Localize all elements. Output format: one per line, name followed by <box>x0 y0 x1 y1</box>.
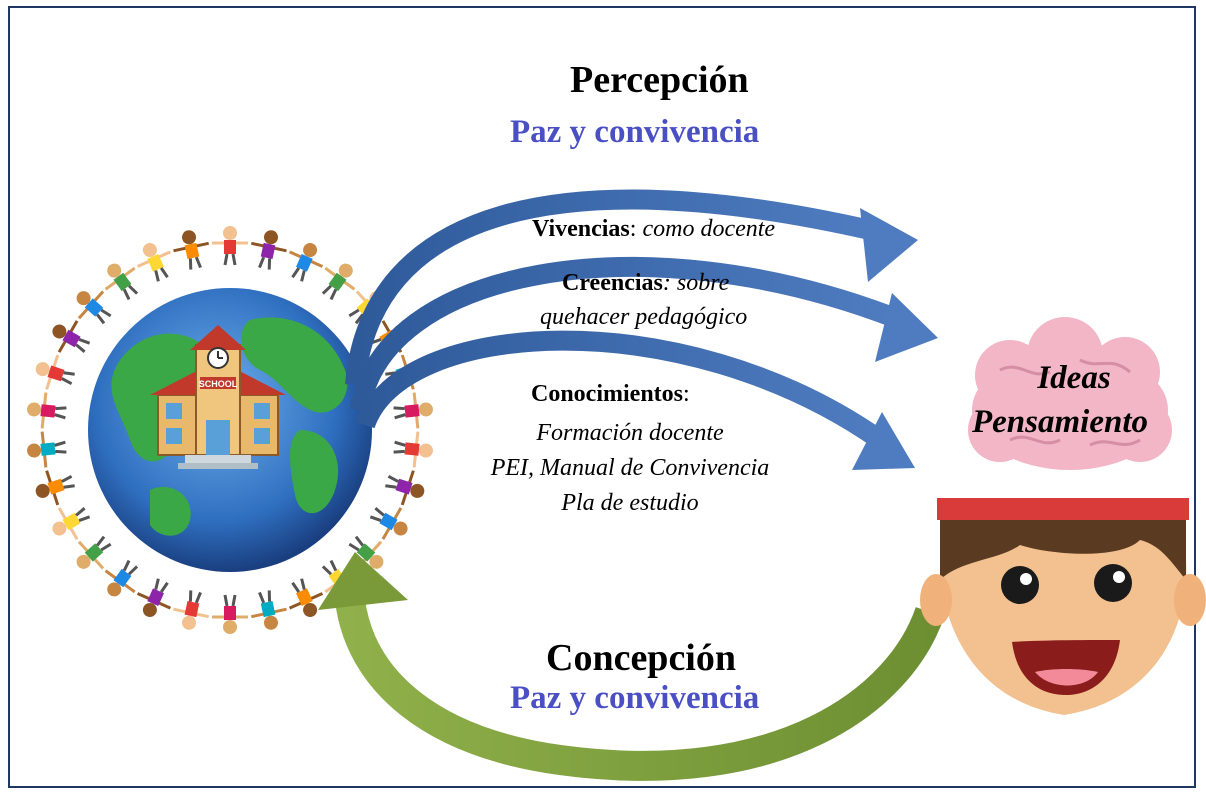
child-figure-icon <box>76 535 112 570</box>
child-figure-icon <box>250 590 287 630</box>
child-figure-icon <box>393 392 433 429</box>
conocimientos-item: Conocimientos: <box>531 381 690 408</box>
child-figure-icon <box>27 431 67 468</box>
child-figure-icon <box>173 590 210 630</box>
conocimientos-sep: : <box>683 381 690 407</box>
brain-label-ideas: Ideas <box>1037 360 1111 396</box>
arrow-vivencias <box>345 189 873 386</box>
conception-arrow <box>318 552 945 781</box>
child-figure-icon <box>385 470 425 506</box>
conocimientos-line: Pla de estudio <box>561 490 699 516</box>
child-figure-icon <box>52 320 91 353</box>
perception-title: Percepción <box>570 59 749 101</box>
conocimientos-line: Formación docente <box>536 420 724 446</box>
conocimientos-label: Conocimientos <box>531 381 683 407</box>
child-figure-icon <box>27 392 67 429</box>
child-figure-icon <box>288 578 324 617</box>
creencias-item: Creencias: sobre <box>562 270 729 297</box>
arrow-head-creencias <box>875 293 938 362</box>
school-building-icon: SCHOOL <box>150 325 286 469</box>
child-figure-icon <box>393 431 433 468</box>
conocimientos-line: PEI, Manual de Convivencia <box>490 455 770 481</box>
vivencias-item: Vivencias: como docente <box>532 216 775 243</box>
child-figure-icon <box>136 578 172 617</box>
vivencias-text: como docente <box>642 216 776 242</box>
child-figure-icon <box>104 559 139 597</box>
brain-label-pensamiento: Pensamiento <box>972 404 1149 440</box>
child-figure-icon <box>250 230 287 270</box>
children-ring <box>27 226 433 634</box>
brain-icon <box>968 317 1172 470</box>
creencias-label: Creencias <box>562 270 663 296</box>
child-figure-icon <box>35 354 75 390</box>
child-figure-icon <box>136 243 172 282</box>
child-figure-icon <box>173 230 210 270</box>
arrow-creencias <box>350 257 899 412</box>
child-figure-icon <box>212 226 248 266</box>
child-figure-icon <box>321 263 356 301</box>
vivencias-label: Vivencias <box>532 216 630 242</box>
arrow-head-vivencias <box>860 208 918 282</box>
creencias-text-line2: quehacer pedagógico <box>540 304 748 330</box>
child-figure-icon <box>35 470 75 506</box>
child-figure-icon <box>104 263 139 301</box>
school-sign: SCHOOL <box>199 379 238 389</box>
child-figure-icon <box>76 290 112 325</box>
perception-subtitle: Paz y convivencia <box>510 114 760 150</box>
creencias-text: : sobre <box>662 270 730 296</box>
child-figure-icon <box>212 594 248 634</box>
arrow-head-conocimientos <box>852 412 915 470</box>
vivencias-sep: : <box>629 216 637 242</box>
student-face-icon <box>920 498 1206 715</box>
conception-subtitle: Paz y convivencia <box>510 680 760 716</box>
arrow-conocimientos <box>355 330 886 449</box>
child-figure-icon <box>52 507 91 540</box>
child-figure-icon <box>288 243 324 282</box>
conception-title: Concepción <box>546 637 736 679</box>
child-figure-icon <box>369 507 408 540</box>
perception-arrows <box>345 189 938 470</box>
